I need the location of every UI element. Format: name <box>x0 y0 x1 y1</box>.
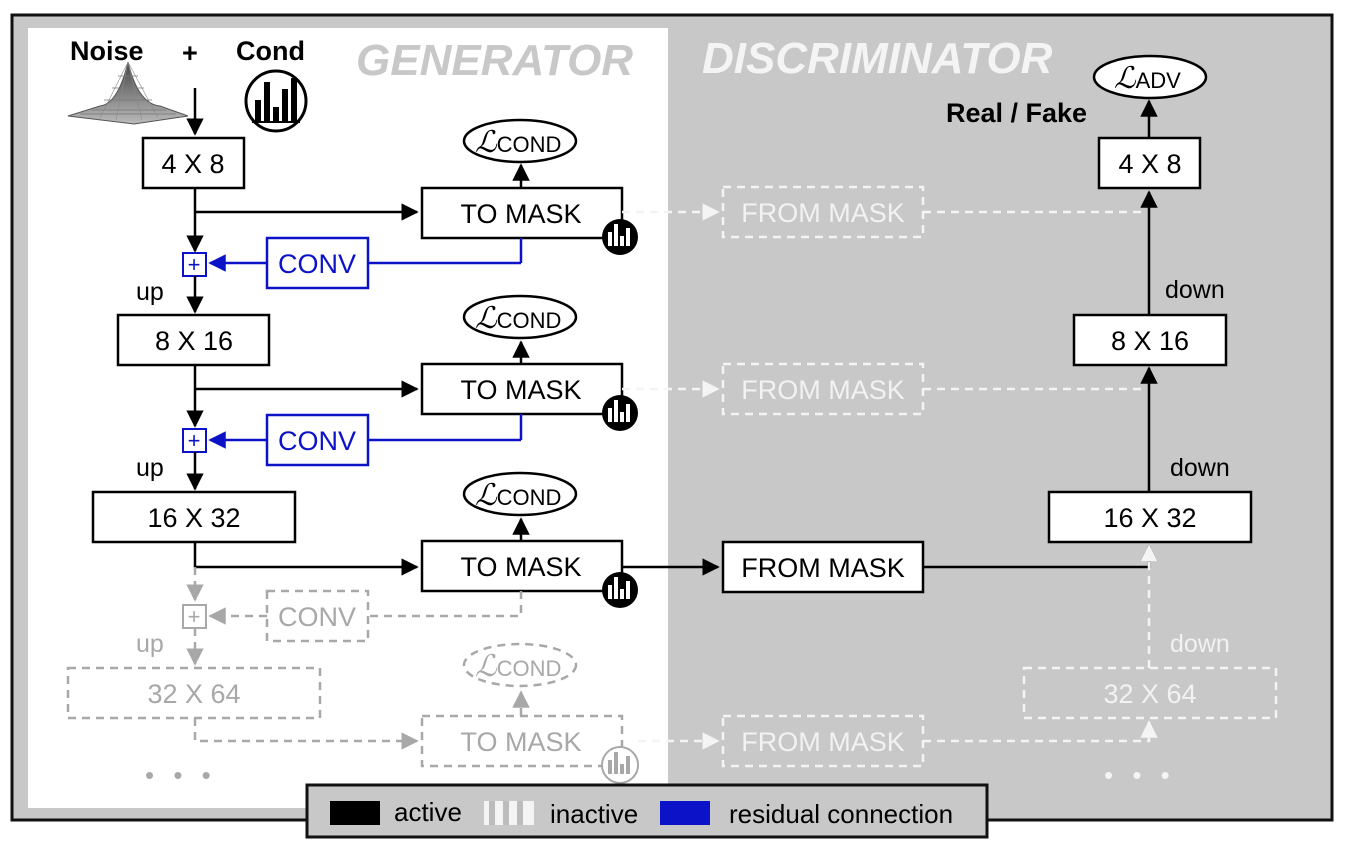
tomask-1-histogram-icon <box>602 219 638 255</box>
cond-loss-4-inactive <box>462 642 578 688</box>
frommask-1-label: FROM MASK <box>741 198 905 228</box>
legend-inactive-swatch <box>484 801 534 825</box>
frommask-4-label: FROM MASK <box>741 727 905 757</box>
tomask-1-label: TO MASK <box>460 199 581 229</box>
conv-1 <box>265 236 370 290</box>
inactive-arrow-32x64-to-tomask <box>193 718 419 750</box>
frommask-1-inactive <box>721 185 925 239</box>
up-label-2: up <box>136 454 164 482</box>
dis-block-4x8-label: 4 X 8 <box>1118 149 1181 179</box>
dis-block-16x32 <box>1047 490 1253 544</box>
tomask-1 <box>420 186 624 240</box>
condition-histogram-icon <box>244 69 308 133</box>
tomask-3-histogram-icon <box>602 572 638 608</box>
noise-label: Noise <box>70 36 144 66</box>
add-node-2-sign: + <box>188 428 201 453</box>
legend-active-swatch <box>330 801 380 825</box>
cond-loss-1-label: ℒCOND <box>475 126 561 159</box>
dis-block-32x64 <box>1022 666 1278 720</box>
cond-loss-2-label: ℒCOND <box>475 302 561 335</box>
dis-block-4x8 <box>1097 136 1202 190</box>
tomask-4-inactive <box>420 714 624 768</box>
tomask-2-label: TO MASK <box>460 375 581 405</box>
conv-1-label: CONV <box>278 249 356 279</box>
tomask-2-histogram-icon <box>602 395 638 431</box>
add-node-3-sign: + <box>188 604 201 629</box>
up-label-3: up <box>136 630 164 658</box>
real-fake-label: Real / Fake <box>946 98 1087 128</box>
dis-block-8x16-label: 8 X 16 <box>1111 326 1189 356</box>
cond-loss-3 <box>462 471 578 517</box>
cond-loss-3-label: ℒCOND <box>475 479 561 512</box>
conv-2-label: CONV <box>278 426 356 456</box>
gen-block-4x8 <box>141 136 246 190</box>
plus-label: + <box>182 38 198 68</box>
gen-block-32x64-label: 32 X 64 <box>147 679 240 709</box>
generator-title: GENERATOR <box>356 36 633 85</box>
cond-loss-2 <box>462 294 578 340</box>
legend-active-label: active <box>394 797 462 827</box>
legend-inactive-label: inactive <box>550 799 638 829</box>
inactive-residual-line <box>369 591 523 618</box>
conv-3-label: CONV <box>278 602 356 632</box>
adv-loss <box>1092 54 1208 100</box>
down-label-2: down <box>1170 454 1230 482</box>
down-label-3: down <box>1170 630 1230 658</box>
tomask-4-histogram-icon <box>601 746 639 784</box>
legend-box <box>305 783 989 839</box>
tomask-4-label: TO MASK <box>460 727 581 757</box>
legend-residual-label: residual connection <box>729 799 953 829</box>
gen-block-8x16 <box>116 313 271 367</box>
gen-block-4x8-label: 4 X 8 <box>161 149 224 179</box>
conv-2 <box>265 413 370 467</box>
discriminator-title: DISCRIMINATOR <box>702 34 1053 83</box>
frommask-2-label: FROM MASK <box>741 375 905 405</box>
dis-ellipsis: • • • <box>1104 760 1176 790</box>
cond-loss-4-label: ℒCOND <box>475 650 561 683</box>
add-node-1-sign: + <box>188 252 201 277</box>
conv-3-inactive <box>265 589 370 643</box>
inactive-frommask4-to-32x64 <box>923 720 1158 743</box>
dis-block-16x32-label: 16 X 32 <box>1103 503 1196 533</box>
cond-loss-1 <box>462 118 578 164</box>
tomask-3-label: TO MASK <box>460 552 581 582</box>
dis-block-32x64-label: 32 X 64 <box>1103 679 1196 709</box>
cond-label: Cond <box>236 36 305 66</box>
gen-block-32x64 <box>66 666 322 720</box>
down-label-1: down <box>1165 276 1225 304</box>
gen-block-8x16-label: 8 X 16 <box>155 326 233 356</box>
frommask-4-inactive <box>721 714 925 768</box>
up-label-1: up <box>136 278 164 306</box>
gaussian-noise-icon <box>67 61 189 125</box>
frommask-3-label: FROM MASK <box>741 553 905 583</box>
gen-ellipsis: • • • <box>145 760 217 790</box>
legend-residual-swatch <box>660 801 710 825</box>
frommask-2-inactive <box>721 362 925 416</box>
gen-block-16x32-label: 16 X 32 <box>147 503 240 533</box>
frommask-3-active <box>721 540 925 594</box>
adv-loss-label: ℒADV <box>1114 62 1181 95</box>
